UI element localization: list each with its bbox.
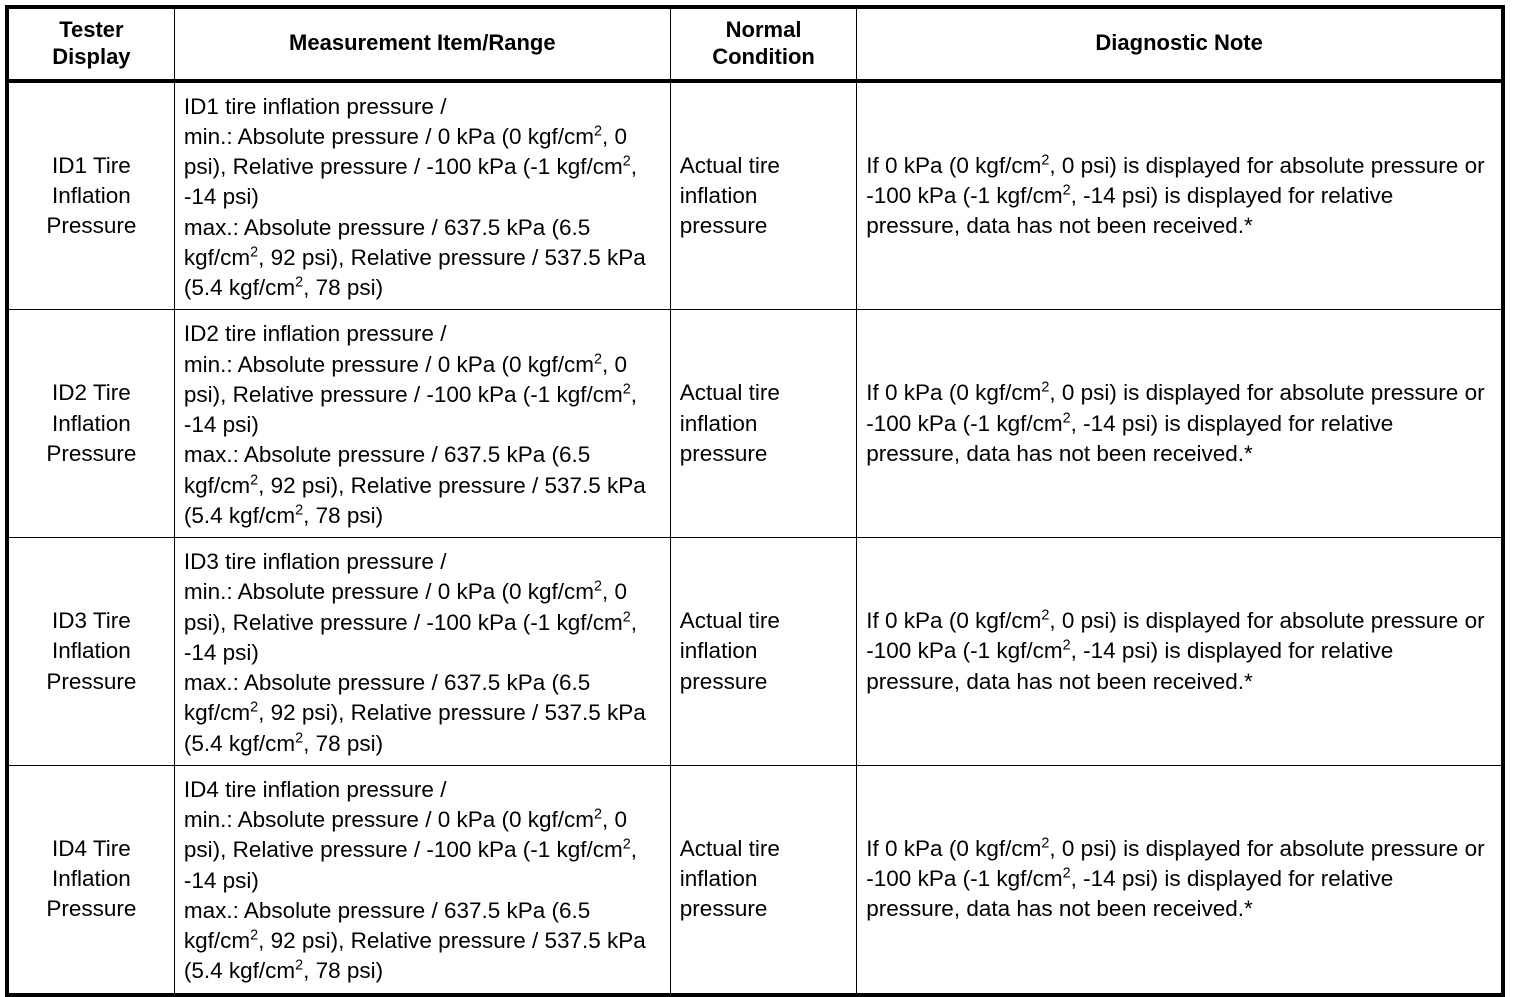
cell-measurement-item-range: ID3 tire inflation pressure / min.: Absol… bbox=[173, 537, 671, 766]
column-header-measurement-item-range: Measurement Item/Range bbox=[173, 6, 671, 83]
cell-normal-condition: Actual tire inflation pressure bbox=[669, 764, 858, 996]
cell-measurement-item-range: ID2 tire inflation pressure / min.: Absol… bbox=[173, 309, 671, 539]
measurement-line: ID1 tire inflation pressure / bbox=[183, 93, 447, 119]
cell-diagnostic-note: If 0 kPa (0 kgf/cm2, 0 psi) is displayed… bbox=[856, 80, 1504, 311]
cell-diagnostic-note: If 0 kPa (0 kgf/cm2, 0 psi) is displayed… bbox=[856, 537, 1504, 766]
cell-normal-condition: Actual tire inflation pressure bbox=[669, 80, 858, 311]
column-header-diagnostic-note: Diagnostic Note bbox=[856, 6, 1504, 83]
measurement-line: max.: Absolute pressure / 637.5 kPa (6.5… bbox=[183, 897, 646, 984]
cell-diagnostic-note: If 0 kPa (0 kgf/cm2, 0 psi) is displayed… bbox=[856, 764, 1504, 996]
measurement-line: min.: Absolute pressure / 0 kPa (0 kgf/c… bbox=[183, 578, 638, 665]
cell-tester-display: ID2 Tire Inflation Pressure bbox=[6, 309, 175, 539]
measurement-line: max.: Absolute pressure / 637.5 kPa (6.5… bbox=[183, 214, 646, 301]
measurement-line: max.: Absolute pressure / 637.5 kPa (6.5… bbox=[183, 442, 646, 528]
cell-measurement-item-range: ID1 tire inflation pressure / min.: Absol… bbox=[173, 80, 671, 311]
cell-measurement-item-range: ID4 tire inflation pressure / min.: Absol… bbox=[173, 764, 671, 996]
cell-tester-display: ID4 Tire Inflation Pressure bbox=[6, 764, 175, 996]
measurement-line: ID4 tire inflation pressure / bbox=[183, 776, 447, 802]
measurement-line: min.: Absolute pressure / 0 kPa (0 kgf/c… bbox=[183, 806, 638, 893]
column-header-diagnostic-note-label: Diagnostic Note bbox=[1095, 30, 1263, 56]
cell-tester-display: ID3 Tire Inflation Pressure bbox=[6, 537, 175, 766]
measurement-line: max.: Absolute pressure / 637.5 kPa (6.5… bbox=[183, 670, 646, 756]
cell-diagnostic-note: If 0 kPa (0 kgf/cm2, 0 psi) is displayed… bbox=[856, 309, 1504, 539]
cell-tester-display: ID1 Tire Inflation Pressure bbox=[6, 80, 175, 311]
measurement-line: min.: Absolute pressure / 0 kPa (0 kgf/c… bbox=[183, 351, 638, 438]
cell-normal-condition: Actual tire inflation pressure bbox=[669, 537, 858, 766]
measurement-line: ID3 tire inflation pressure / bbox=[183, 549, 447, 575]
column-header-measurement-item-range-label: Measurement Item/Range bbox=[289, 30, 556, 56]
measurement-line: ID2 tire inflation pressure / bbox=[183, 321, 447, 347]
cell-normal-condition: Actual tire inflation pressure bbox=[669, 309, 858, 539]
measurement-line: min.: Absolute pressure / 0 kPa (0 kgf/c… bbox=[183, 123, 638, 210]
